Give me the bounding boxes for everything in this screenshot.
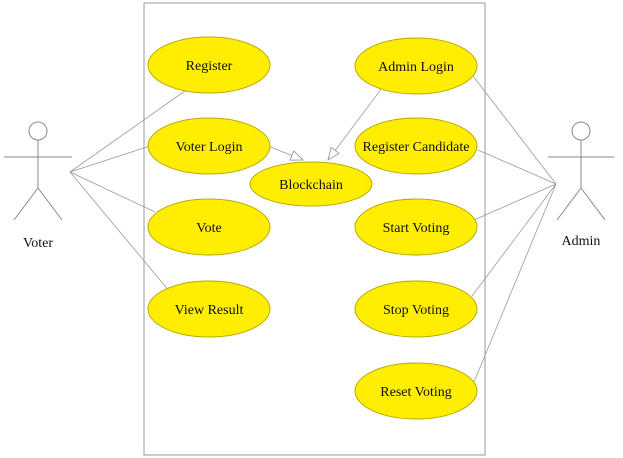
usecase-register[interactable]: Register <box>147 36 271 94</box>
system-boundary <box>143 2 486 456</box>
voter-head-icon <box>28 121 48 141</box>
voter-label: Voter <box>23 236 53 251</box>
usecase-view-result-label: View Result <box>175 303 244 318</box>
usecase-start-voting-label: Start Voting <box>383 221 450 236</box>
usecase-vote-label: Vote <box>196 221 221 236</box>
arrow-adminlogin-blockchain <box>328 79 389 160</box>
assoc-voter-view-result <box>69 171 171 293</box>
assoc-voter-register <box>69 85 193 173</box>
assoc-admin-register-candidate <box>477 149 557 185</box>
assoc-admin-admin-login <box>472 75 557 185</box>
usecase-voter-login[interactable]: Voter Login <box>147 117 271 175</box>
usecase-blockchain[interactable]: Blockchain <box>249 161 373 207</box>
arrow-voterlogin-blockchain <box>267 145 303 160</box>
usecase-blockchain-label: Blockchain <box>279 178 343 193</box>
usecase-register-label: Register <box>186 59 233 74</box>
usecase-reset-voting-label: Reset Voting <box>380 385 451 400</box>
usecase-start-voting[interactable]: Start Voting <box>354 198 478 256</box>
usecase-stop-voting[interactable]: Stop Voting <box>354 280 478 338</box>
usecase-voter-login-label: Voter Login <box>175 140 242 155</box>
usecase-stop-voting-label: Stop Voting <box>383 303 449 318</box>
usecase-admin-login-label: Admin Login <box>378 60 454 75</box>
usecase-reset-voting[interactable]: Reset Voting <box>354 362 478 420</box>
voter-associations <box>69 85 193 293</box>
assoc-admin-start-voting <box>473 183 557 221</box>
usecase-vote[interactable]: Vote <box>147 198 271 256</box>
usecase-register-candidate[interactable]: Register Candidate <box>354 117 478 175</box>
admin-actor: Admin <box>548 121 614 249</box>
usecase-admin-login[interactable]: Admin Login <box>354 37 478 95</box>
assoc-voter-vote <box>69 171 156 213</box>
usecase-register-candidate-label: Register Candidate <box>363 140 470 155</box>
usecase-view-result[interactable]: View Result <box>147 280 271 338</box>
assoc-voter-login <box>69 145 151 173</box>
assoc-admin-reset-voting <box>473 183 557 383</box>
admin-label: Admin <box>562 234 601 249</box>
assoc-admin-stop-voting <box>471 183 557 297</box>
admin-head-icon <box>571 121 591 141</box>
voter-actor: Voter <box>4 121 72 251</box>
admin-associations <box>471 75 557 383</box>
